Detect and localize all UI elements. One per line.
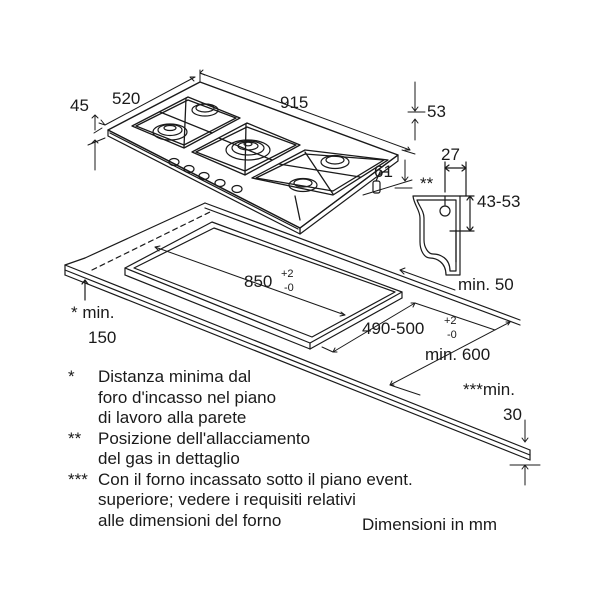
gas-mark: ** <box>420 174 434 193</box>
dim-43-53: 43-53 <box>477 192 520 211</box>
hob-body <box>107 81 399 235</box>
min-oven-value: 30 <box>503 405 522 424</box>
dim-490-500-tol-lower: -0 <box>447 329 457 341</box>
footnote-mark: * <box>68 367 75 386</box>
gas-connection <box>372 171 389 194</box>
footnote-text: Con il forno incassato sotto il piano ev… <box>98 469 413 530</box>
burner-front-left <box>152 123 188 141</box>
burner-front-right <box>288 177 318 193</box>
min-oven-label: ***min. <box>463 380 515 399</box>
wall-distance-dashed <box>81 211 211 301</box>
dim-915: 915 <box>280 93 308 112</box>
dimension-lines-hob <box>87 69 426 196</box>
oven-distance <box>509 419 541 486</box>
dim-490-500-tol-upper: +2 <box>444 315 457 327</box>
dim-45: 45 <box>70 96 89 115</box>
min-worktop-label: min. 600 <box>425 345 490 364</box>
min-rear-label: min. 50 <box>458 275 514 294</box>
footnote-text: Distanza minima dal foro d'incasso nel p… <box>98 367 277 427</box>
dim-520: 520 <box>112 89 140 108</box>
cutout <box>124 221 403 350</box>
min-wall-value: 150 <box>88 328 116 347</box>
dim-490-500: 490-500 <box>362 319 424 338</box>
footnote-mark: ** <box>68 428 82 448</box>
footnote-3: *** Con il forno incassato sotto il pian… <box>68 470 528 532</box>
burner-wok-centre <box>225 139 271 161</box>
footnote-2: ** Posizione dell'allacciamento del gas … <box>68 429 528 470</box>
min-wall-label: * min. <box>71 303 114 322</box>
control-knobs <box>168 157 243 194</box>
dim-850: 850 <box>244 272 272 291</box>
footnote-text: Posizione dell'allacciamento del gas in … <box>98 428 311 469</box>
footnote-mark: *** <box>68 469 88 489</box>
dim-61: 61 <box>374 162 393 181</box>
dimension-lines-cutout <box>154 245 511 396</box>
footnote-1: * Distanza minima dal foro d'incasso nel… <box>68 367 528 429</box>
burner-rear-left <box>191 103 219 117</box>
dim-850-tol-lower: -0 <box>284 282 294 294</box>
dim-53: 53 <box>427 102 446 121</box>
dim-850-tol-upper: +2 <box>281 268 294 280</box>
dim-27: 27 <box>441 145 460 164</box>
worktop <box>64 202 531 461</box>
footnotes: * Distanza minima dal foro d'incasso nel… <box>68 367 528 531</box>
unit-label: Dimensioni in mm <box>362 515 498 534</box>
gas-connection-detail <box>412 161 475 276</box>
burner-rear-right <box>320 154 350 170</box>
